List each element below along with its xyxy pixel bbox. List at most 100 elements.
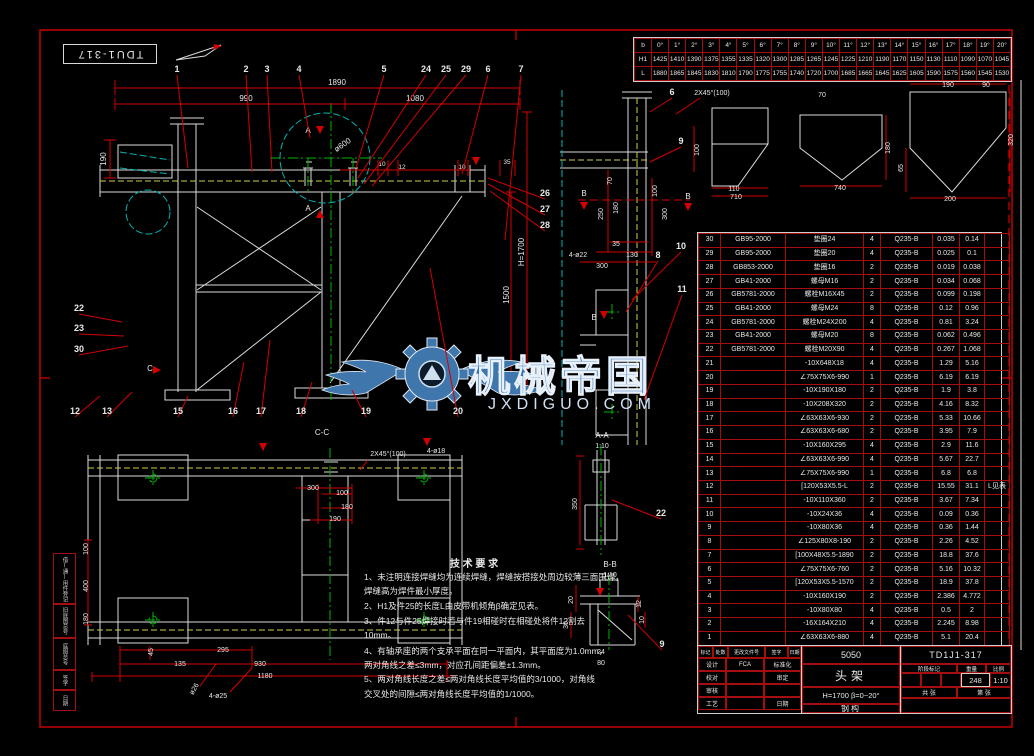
leader-line: [429, 267, 459, 418]
watermark-brand-text: 机械帝国: [468, 353, 652, 400]
cad-text: 180: [341, 504, 353, 511]
cad-text: 4、有轴承座的两个支承平面在同一平面内，其平面度为1.0mm，: [364, 646, 607, 656]
cad-text: C-C: [315, 428, 329, 437]
cad-text: B-B: [603, 560, 616, 569]
rev-header-cell: 签字: [765, 646, 788, 658]
cad-text: 焊缝高为焊件最小厚度。: [364, 586, 458, 596]
cad-text: 200: [944, 196, 956, 203]
cad-text: 190: [942, 82, 954, 89]
title-right-section: TD1J1-317 阶段标记 重量 比例 248 1:10 共 张 第 张: [901, 646, 1011, 713]
leader-line: [461, 74, 489, 175]
cad-text: 10: [378, 161, 386, 168]
cad-text: 22: [74, 303, 84, 313]
leader-line: [643, 294, 683, 401]
stage-mark-cell-2: [921, 673, 941, 687]
cad-text: 10: [639, 616, 646, 624]
leader-line: [357, 74, 427, 179]
cad-text: 8: [655, 250, 660, 260]
cad-text: 250: [598, 208, 605, 220]
rev-header-cell: 日期: [788, 646, 801, 658]
title-center-section: 5050 头架 H=1700 β=0~20° 钢构: [802, 646, 901, 713]
cad-text: 2X45°(100): [370, 450, 406, 458]
leader-line: [351, 389, 367, 418]
leader-line: [627, 614, 663, 651]
cad-text: 930: [254, 661, 266, 668]
cad-text: 1500: [502, 286, 511, 304]
cad-text: C: [147, 364, 153, 373]
cad-text: A-A: [595, 431, 609, 440]
leader-line: [489, 190, 546, 232]
cad-text: 1890: [328, 78, 346, 87]
cad-text: B: [581, 189, 586, 198]
part-name: 头架: [802, 664, 900, 687]
cad-text: 20: [568, 596, 575, 604]
cad-text: 1: [174, 64, 179, 74]
margin-field: 签字: [53, 669, 76, 691]
green-centerlines: [145, 103, 620, 660]
leader-line: [371, 74, 467, 187]
leader-line: [78, 333, 125, 337]
leader-line: [298, 74, 311, 139]
cad-text: 20: [453, 406, 463, 416]
cad-text: 27: [540, 204, 550, 214]
cad-text: ø600: [333, 136, 354, 154]
leader-line: [232, 361, 245, 418]
cad-text: 65: [898, 164, 905, 172]
cad-text: 70: [818, 92, 826, 99]
rev-header-cell: 更改文件号: [728, 646, 765, 658]
stage-mark-cell-3: [941, 673, 961, 687]
weight-label: 重量: [957, 664, 986, 673]
cad-text: 180: [83, 613, 90, 625]
sign-cell: [726, 671, 764, 684]
watermark-domain-text: JXDIGUO.COM: [488, 396, 656, 413]
cad-text: 6: [669, 87, 674, 97]
margin-field: 底图总号: [53, 637, 76, 671]
cad-text: 24: [421, 64, 431, 74]
margin-field: 旧底图总号: [53, 603, 76, 639]
sheets-total: 共 张: [901, 687, 957, 698]
cad-text: 740: [834, 185, 846, 192]
rev-header-cell: 标记: [698, 646, 713, 658]
cad-text: 100: [336, 490, 348, 497]
cad-text: 35: [503, 159, 511, 166]
cad-text: 990: [239, 94, 253, 103]
leader-line: [176, 74, 189, 169]
cad-text: 400: [83, 580, 90, 592]
leader-line: [78, 313, 123, 323]
cad-text: 12: [398, 164, 406, 171]
cad-text: 35: [612, 241, 620, 248]
title-right-empty: [901, 698, 1011, 713]
cad-text: 9: [678, 136, 683, 146]
cad-text: 25: [441, 64, 451, 74]
sign-cell: FCA: [726, 658, 764, 671]
sign-cell: 审定: [764, 671, 801, 684]
cad-text: 100: [652, 185, 659, 197]
cad-text: B: [591, 313, 596, 322]
cad-text: 2: [243, 64, 248, 74]
cad-text: 100: [83, 543, 90, 555]
leader-line: [78, 345, 129, 356]
cad-text: 18: [296, 406, 306, 416]
yellow-centerlines: [88, 98, 648, 631]
cad-text: 80: [597, 660, 605, 667]
cad-text: 45: [148, 648, 155, 656]
cad-text: 10: [458, 164, 466, 171]
cad-text: 22: [656, 508, 666, 518]
stage-mark-cell-1: [901, 673, 921, 687]
cad-text: A: [305, 204, 311, 213]
